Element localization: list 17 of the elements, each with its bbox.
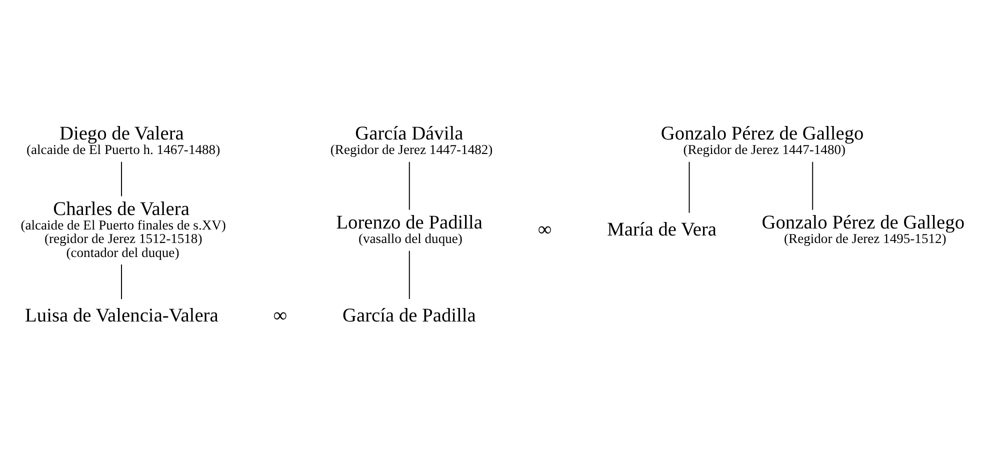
label: ∞ xyxy=(538,219,552,240)
node-text: García de Padilla xyxy=(342,306,476,327)
node-text: Luisa de Valencia-Valera xyxy=(25,306,218,327)
node-text: Diego de Valera (alcaide de El Puerto h. 1467-1488) xyxy=(26,123,220,158)
node-text: Gonzalo Pérez de Gallego (Regidor de Jerez 1447-1480) xyxy=(660,123,864,158)
connector xyxy=(121,161,122,197)
connector xyxy=(688,161,690,214)
node-text: García Dávila (Regidor de Jerez 1447-1482) xyxy=(330,123,493,158)
connector xyxy=(408,250,410,300)
node-text: María de Vera xyxy=(607,219,717,240)
label: ∞ xyxy=(273,306,288,327)
node-text: Lorenzo de Padilla (vasallo del duque) xyxy=(336,212,483,246)
connector xyxy=(812,161,814,210)
connector xyxy=(408,161,410,210)
node-text: Gonzalo Pérez de Gallego (Regidor de Jerez 1495-1512) xyxy=(762,212,965,246)
connector xyxy=(121,264,122,300)
node-text: Charles de Valera (alcaide de El Puerto finales de s.XV) (regidor de Jerez 1512-1518) (contador del duque) xyxy=(20,198,226,260)
